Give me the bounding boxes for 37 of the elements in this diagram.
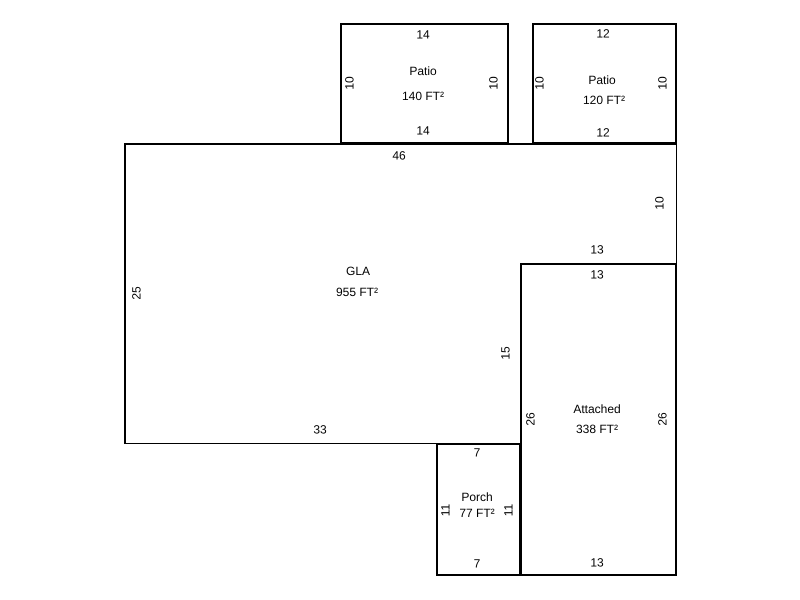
dimension-label: 14 [416, 28, 430, 42]
dimension-label: 11 [502, 504, 516, 516]
dimension-label: 33 [313, 424, 327, 436]
dimension-label: 26 [656, 412, 670, 426]
dimension-label: 10 [656, 76, 670, 90]
room-name: Patio [588, 73, 616, 87]
dimension-label: 12 [596, 28, 610, 40]
dimension-label: 12 [596, 126, 610, 140]
room-outline [532, 23, 677, 144]
dimension-label: 13 [590, 556, 604, 570]
dimension-label: 10 [488, 76, 500, 90]
dimension-label: 13 [590, 268, 604, 282]
dimension-label: 13 [590, 244, 604, 256]
dimension-label: 15 [500, 346, 512, 360]
dimension-label: 10 [344, 76, 356, 90]
room-name: GLA [346, 264, 370, 278]
dimension-label: 11 [440, 504, 452, 516]
area-label: 955 FT² [336, 285, 378, 299]
area-label: 120 FT² [583, 93, 625, 107]
room-outline [124, 143, 677, 444]
room-name: Attached [573, 402, 621, 416]
dimension-label: 25 [130, 286, 144, 300]
room-name: Porch [461, 490, 493, 504]
area-label: 338 FT² [576, 422, 618, 436]
dimension-label: 10 [534, 76, 546, 90]
dimension-label: 7 [474, 446, 480, 460]
dimension-label: 46 [392, 150, 406, 162]
dimension-label: 26 [524, 412, 538, 426]
room-name: Patio [409, 64, 437, 78]
dimension-label: 14 [416, 124, 430, 138]
room-outline [520, 263, 677, 576]
room-outline [436, 443, 521, 576]
dimension-label: 10 [654, 196, 666, 210]
area-label: 77 FT² [459, 506, 495, 520]
area-label: 140 FT² [402, 89, 444, 103]
dimension-label: 7 [474, 558, 480, 570]
room-outline [340, 23, 509, 144]
